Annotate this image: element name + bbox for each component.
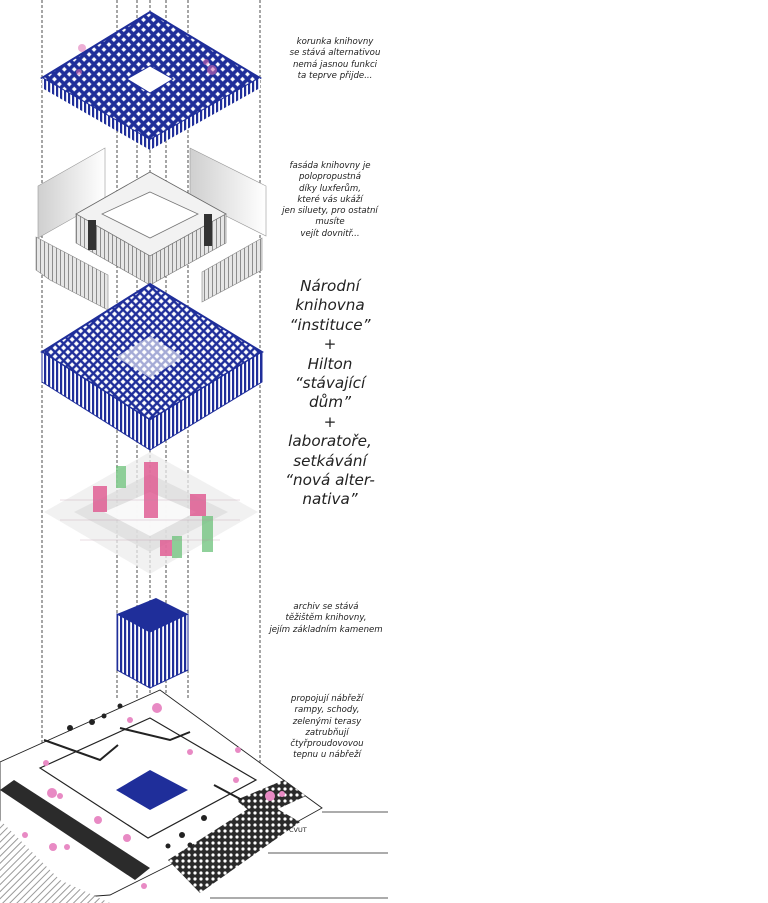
- ground-annotation: propojují nábřeží rampy, schody, zeleným…: [290, 694, 364, 761]
- site-label: CVUT: [289, 826, 307, 834]
- facade-layer: [35, 147, 267, 311]
- program-layer: [44, 452, 258, 574]
- ground-site-plan: [0, 689, 388, 903]
- main-concept-text: Národní knihovna “instituce” + Hilton “s…: [285, 277, 375, 509]
- roof-lattice-layer: [40, 10, 262, 150]
- facade-annotation: fasáda knihovny je polopropustná díky lu…: [282, 161, 378, 239]
- roof-annotation: korunka knihovny se stává alternativou n…: [289, 37, 381, 81]
- main-structure-layer: [40, 282, 264, 451]
- archive-block: [116, 598, 189, 689]
- archive-annotation: archiv se stává těžištěm knihovny, jejím…: [269, 602, 383, 635]
